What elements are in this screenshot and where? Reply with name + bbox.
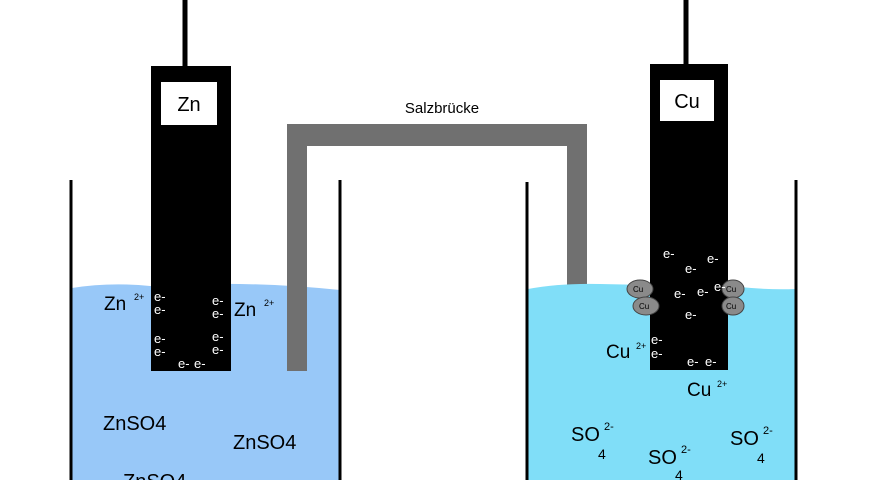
electron: e-: [212, 342, 224, 357]
anion-subscript: 4: [757, 450, 765, 466]
electron: e-: [178, 356, 190, 371]
cu-deposit: Cu: [721, 296, 745, 316]
anion-symbol: SO: [730, 428, 759, 450]
anion-symbol: SO: [571, 424, 600, 446]
cu-deposit: Cu: [721, 279, 745, 299]
electron: e-: [697, 284, 709, 299]
anion-charge: 2-: [763, 425, 773, 437]
ion-symbol: Cu: [606, 342, 630, 363]
ion-charge: 2+: [134, 292, 144, 302]
anion-subscript: 4: [598, 446, 606, 462]
anion-symbol: SO: [648, 447, 677, 469]
electron: e-: [663, 246, 675, 261]
ion-charge: 2+: [264, 298, 274, 308]
deposit-label: Cu: [639, 302, 649, 311]
cu-deposits: Cu Cu Cu Cu: [626, 279, 745, 316]
sulfate-ion: SO 2- 4: [730, 425, 773, 466]
solution-label: ZnSO4: [123, 471, 186, 480]
ion-symbol: Zn: [234, 300, 256, 321]
deposit-label: Cu: [633, 285, 643, 294]
cu-ion-left: Cu 2+: [606, 341, 646, 363]
electron: e-: [212, 306, 224, 321]
electron: e-: [154, 302, 166, 317]
zn-label-box: [161, 82, 217, 125]
electron: e-: [194, 356, 206, 371]
cu-ion-right: Cu 2+: [687, 379, 727, 401]
electron: e-: [685, 261, 697, 276]
cu-deposit: Cu: [632, 296, 660, 316]
electron: e-: [674, 286, 686, 301]
ion-symbol: Cu: [687, 380, 711, 401]
sulfate-ion: SO 2- 4: [648, 444, 691, 483]
anion-subscript: 4: [675, 467, 683, 480]
electron: e-: [707, 251, 719, 266]
zn-ion-left: Zn 2+: [104, 292, 144, 315]
deposit-label: Cu: [726, 302, 736, 311]
electron: e-: [714, 279, 726, 294]
deposit-label: Cu: [726, 285, 736, 294]
electron: e-: [687, 354, 699, 369]
cu-label-box: [660, 80, 714, 121]
zn-ion-right: Zn 2+: [234, 298, 274, 321]
salt-bridge-label: Salzbrücke: [405, 100, 479, 117]
left-solution: [72, 283, 340, 480]
electron: e-: [154, 289, 166, 304]
solution-label: ZnSO4: [103, 413, 166, 435]
ion-charge: 2+: [717, 379, 727, 389]
electron: e-: [212, 293, 224, 308]
electron: e-: [154, 331, 166, 346]
zn-electrons: e- e- e- e- e- e- e- e- e- e-: [154, 289, 224, 371]
right-solution: [528, 283, 795, 480]
ion-charge: 2+: [636, 341, 646, 351]
anion-charge: 2-: [604, 421, 614, 433]
electron: e-: [154, 344, 166, 359]
electron: e-: [212, 329, 224, 344]
zn-electrode-label: Zn: [177, 94, 200, 116]
anion-charge: 2-: [681, 444, 691, 456]
cu-deposit: Cu: [626, 279, 654, 299]
electron: e-: [705, 354, 717, 369]
ion-symbol: Zn: [104, 294, 126, 315]
electron: e-: [685, 307, 697, 322]
electron: e-: [651, 332, 663, 347]
electron: e-: [651, 346, 663, 361]
solution-label: ZnSO4: [233, 432, 296, 454]
sulfate-ion: SO 2- 4: [571, 421, 614, 462]
cu-electrode-label: Cu: [674, 91, 700, 113]
cu-electrons: e- e- e- e- e- e- e- e- e- e- e-: [651, 246, 726, 369]
